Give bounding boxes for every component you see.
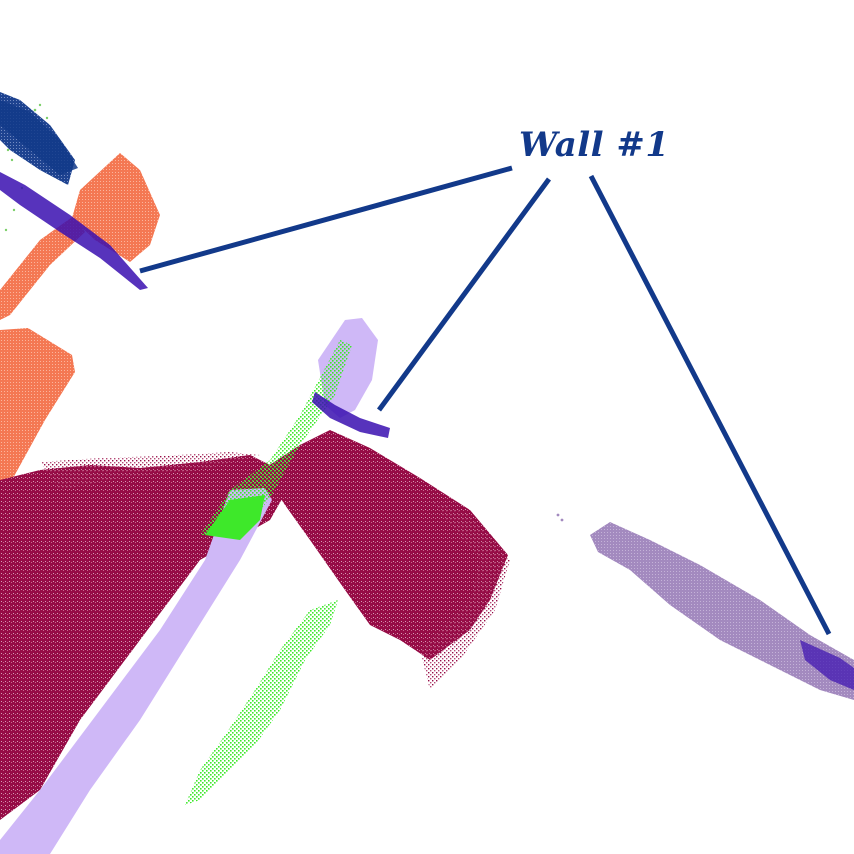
wall-annotation-label: Wall #1	[519, 125, 670, 165]
segment-indigo-strip-top	[0, 172, 148, 290]
leader-line-middle	[376, 177, 552, 412]
leader-line-right	[588, 174, 832, 636]
segment-salmon-wall-left	[0, 328, 75, 495]
segment-navy-wall	[0, 92, 78, 185]
segment-indigo-strip-middle	[312, 392, 390, 438]
segment-green-beam	[185, 340, 352, 805]
annotation-leader-lines	[139, 165, 832, 636]
segment-purple-wall-right	[556, 513, 854, 700]
leader-line-left	[139, 165, 513, 274]
